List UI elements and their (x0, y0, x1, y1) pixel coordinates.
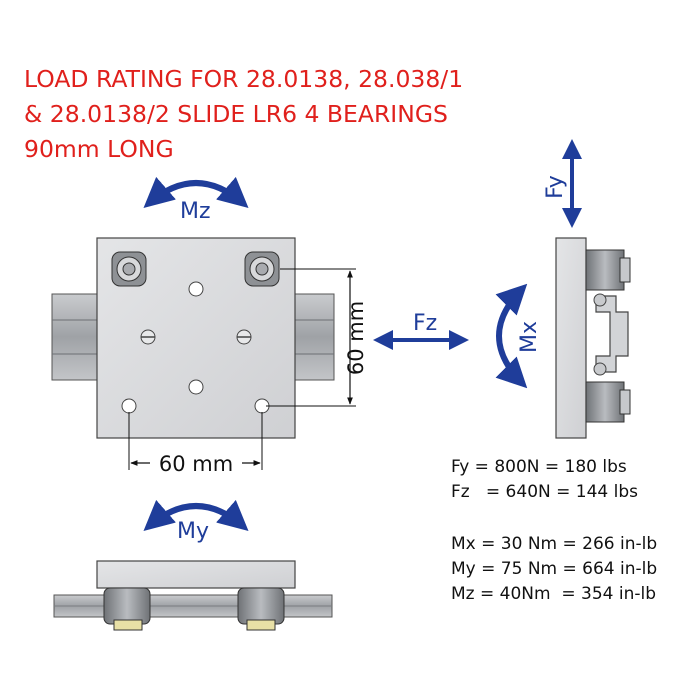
spec-mz: Mz = 40Nm = 354 in-lb (451, 584, 656, 604)
dimension-horizontal: 60 mm (128, 412, 263, 476)
dimension-horizontal-label: 60 mm (159, 452, 233, 476)
fz-force-arrow: Fz (373, 311, 469, 350)
title-line-2: & 28.0138/2 SLIDE LR6 4 BEARINGS (24, 100, 448, 128)
my-label: My (177, 519, 209, 544)
title-line-3: 90mm LONG (24, 135, 174, 163)
mx-label: Mx (517, 321, 542, 353)
fy-force-arrow: Fy (543, 139, 582, 228)
load-specs: Fy = 800N = 180 lbs Fz = 640N = 144 lbs … (451, 457, 657, 604)
rail-top-view (51, 293, 335, 381)
spec-my: My = 75 Nm = 664 in-lb (451, 559, 657, 579)
fy-label: Fy (543, 175, 568, 199)
spec-fy: Fy = 800N = 180 lbs (451, 457, 627, 477)
mx-rotation-arrow: Mx (495, 283, 542, 389)
dimension-vertical: 60 mm (266, 268, 368, 407)
spec-fz: Fz = 640N = 144 lbs (451, 482, 638, 502)
carriage-front-view (53, 560, 333, 631)
bearing-boss-right (244, 251, 280, 287)
fz-label: Fz (413, 311, 437, 336)
title-line-1: LOAD RATING FOR 28.0138, 28.038/1 (24, 65, 463, 93)
mz-rotation-arrow: Mz (143, 176, 249, 224)
carriage-plate-top-view (96, 237, 296, 439)
bearing-boss-left (111, 251, 147, 287)
carriage-end-view (555, 237, 631, 439)
my-rotation-arrow: My (143, 499, 249, 544)
dimension-vertical-label: 60 mm (344, 301, 368, 375)
spec-mx: Mx = 30 Nm = 266 in-lb (451, 534, 657, 554)
mz-label: Mz (180, 199, 211, 224)
title: LOAD RATING FOR 28.0138, 28.038/1 & 28.0… (24, 65, 463, 163)
